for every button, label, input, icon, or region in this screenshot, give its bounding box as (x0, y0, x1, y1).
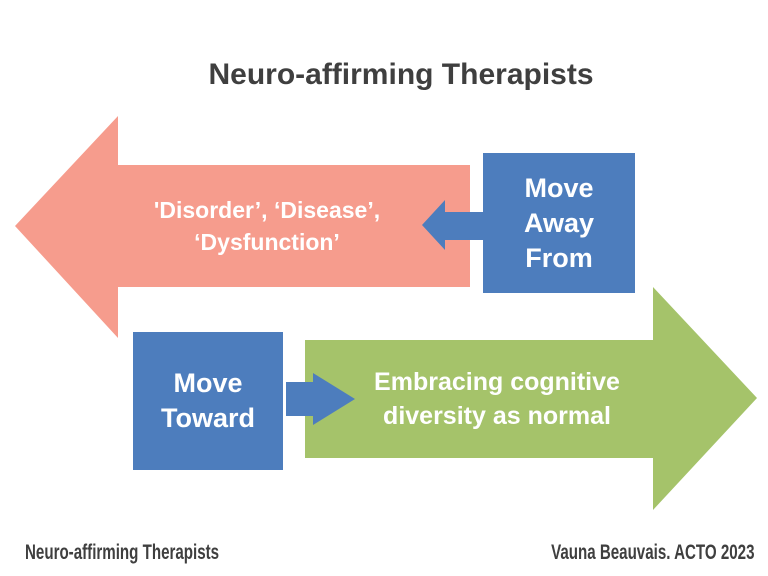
footer-credit: Vauna Beauvais. ACTO 2023 (550, 541, 754, 564)
arrow-label-line: 'Disorder’, ‘Disease’, (153, 197, 381, 223)
arrow-label-line: ‘Dysfunction’ (194, 229, 340, 255)
box-label-line: Move (173, 368, 243, 398)
arrow-label-line: Embracing cognitive (374, 368, 620, 396)
move-away-arrow-label: 'Disorder’, ‘Disease’, ‘Dysfunction’ (118, 165, 470, 287)
box-label-line: Move (524, 172, 594, 203)
box-label-line: From (525, 242, 593, 273)
footer-title: Neuro-affirming Therapists (25, 541, 220, 564)
move-away-from-box: Move Away From (483, 153, 635, 293)
page-title: Neuro-affirming Therapists (208, 58, 594, 91)
box-label-line: Toward (161, 403, 255, 433)
arrow-label-line: diversity as normal (383, 402, 611, 430)
box-label-line: Away (523, 207, 595, 238)
move-toward-box: Move Toward (133, 332, 283, 470)
move-toward-arrow-label: Embracing cognitive diversity as normal (305, 340, 653, 458)
